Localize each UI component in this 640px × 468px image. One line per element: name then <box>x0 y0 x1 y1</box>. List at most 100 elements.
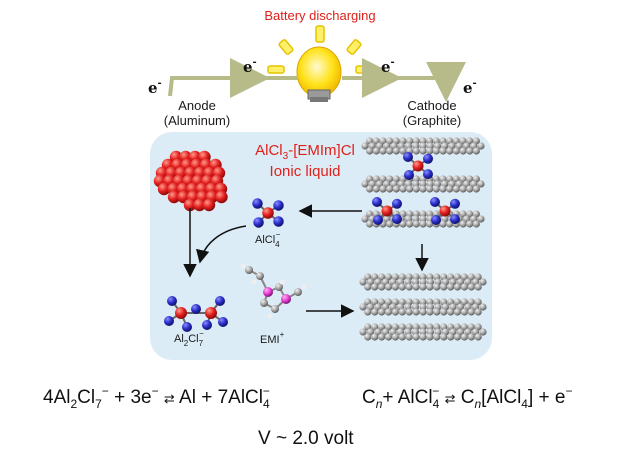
anode-reaction-equation: 4Al2Cl7− + 3e− ⇄ Al + 7AlCl4− <box>43 384 270 411</box>
carbon-atom <box>467 333 475 341</box>
chlorine-atom <box>404 170 414 180</box>
carbon-atom <box>384 333 393 341</box>
carbon-atom <box>433 333 441 341</box>
carbon-atom <box>426 220 434 228</box>
carbon-atom <box>391 308 399 316</box>
carbon-atom <box>391 283 399 291</box>
carbon-atom <box>359 328 367 336</box>
lightbulb-icon <box>267 25 373 102</box>
cathode-material-label: (Graphite) <box>403 113 462 128</box>
carbon-atom <box>361 142 369 150</box>
carbon-atom <box>398 283 406 291</box>
carbon-atom <box>439 220 447 228</box>
carbon-atom <box>453 308 462 316</box>
carbon-atom <box>361 215 369 223</box>
chlorine-atom <box>202 320 212 330</box>
nitrogen-atom <box>281 294 291 304</box>
al-atom <box>381 205 393 217</box>
aluminum-anode-cluster <box>153 150 228 212</box>
electron-label-cathode: e- <box>463 78 477 97</box>
carbon-atom <box>419 283 427 291</box>
chlorine-atom <box>403 152 413 162</box>
chlorine-atom <box>423 153 433 164</box>
carbon-atom <box>426 308 434 316</box>
al2cl7-label: Al2Cl7− <box>174 329 204 348</box>
carbon-atom <box>412 308 420 316</box>
chlorine-atom <box>450 214 460 225</box>
carbon-atom <box>405 308 413 316</box>
chlorine-atom <box>392 214 402 225</box>
carbon-atom <box>446 185 454 193</box>
electrolyte-type-label: Ionic liquid <box>270 163 341 180</box>
carbon-atom <box>260 299 268 307</box>
aluminum-atom <box>202 198 216 212</box>
carbon-atom <box>364 333 372 341</box>
carbon-atom <box>466 185 474 193</box>
carbon-atom <box>392 185 400 193</box>
carbon-atom <box>419 142 427 150</box>
carbon-atom <box>372 147 380 155</box>
carbon-atom <box>426 333 434 341</box>
carbon-atom <box>459 147 467 155</box>
carbon-atom <box>419 185 427 193</box>
carbon-atom <box>419 210 427 218</box>
carbon-atom <box>371 308 379 316</box>
carbon-atom <box>371 283 379 291</box>
carbon-atom <box>477 142 485 150</box>
carbon-atom <box>460 283 468 291</box>
electron-label-right-wire: e- <box>381 57 395 76</box>
anode-label: Anode <box>178 98 216 113</box>
electron-label-left-wire: e- <box>243 57 257 76</box>
carbon-atom <box>245 266 253 274</box>
carbon-atom <box>447 333 455 341</box>
carbon-atom <box>474 308 482 316</box>
carbon-atom <box>378 283 386 291</box>
carbon-atom <box>406 220 414 228</box>
chlorine-atom <box>218 317 228 327</box>
carbon-atom <box>419 298 427 306</box>
chlorine-atom <box>164 316 174 326</box>
carbon-atom <box>412 185 420 193</box>
carbon-atom <box>426 185 434 193</box>
chlorine-atom <box>273 200 284 211</box>
carbon-atom <box>256 272 264 280</box>
carbon-atom <box>440 333 448 341</box>
carbon-atom <box>361 180 369 188</box>
carbon-atom <box>412 333 420 341</box>
carbon-atom <box>372 185 380 193</box>
cathode-label: Cathode <box>407 98 456 113</box>
carbon-atom <box>466 147 474 155</box>
nitrogen-atom <box>263 287 273 297</box>
hydrogen-atom <box>267 313 273 319</box>
carbon-atom <box>467 283 475 291</box>
chlorine-atom <box>191 304 201 314</box>
al-atom <box>262 207 274 219</box>
carbon-atom <box>419 180 427 188</box>
carbon-atom <box>472 220 480 228</box>
carbon-atom <box>271 305 279 313</box>
chlorine-atom <box>450 198 460 209</box>
carbon-atom <box>472 185 480 193</box>
aluminum-atom <box>183 198 197 212</box>
carbon-atom <box>460 273 468 281</box>
chlorine-atom <box>182 322 192 332</box>
aluminum-atom <box>215 190 228 204</box>
carbon-atom <box>419 323 427 331</box>
carbon-atom <box>447 308 455 316</box>
carbon-atom <box>446 147 454 155</box>
carbon-atom <box>384 283 393 291</box>
external-circuit <box>168 58 466 102</box>
carbon-atom <box>440 308 448 316</box>
carbon-atom <box>440 283 448 291</box>
carbon-atom <box>466 220 474 228</box>
aluminum-atom <box>167 190 181 204</box>
carbon-atom <box>459 185 467 193</box>
carbon-atom <box>366 147 374 155</box>
graphite-cathode-intercalated <box>361 137 485 228</box>
carbon-atom <box>474 283 482 291</box>
carbon-atom <box>364 308 372 316</box>
carbon-atom <box>371 333 379 341</box>
carbon-atom <box>412 283 420 291</box>
hydrogen-atom <box>301 284 307 290</box>
carbon-atom <box>399 220 407 228</box>
